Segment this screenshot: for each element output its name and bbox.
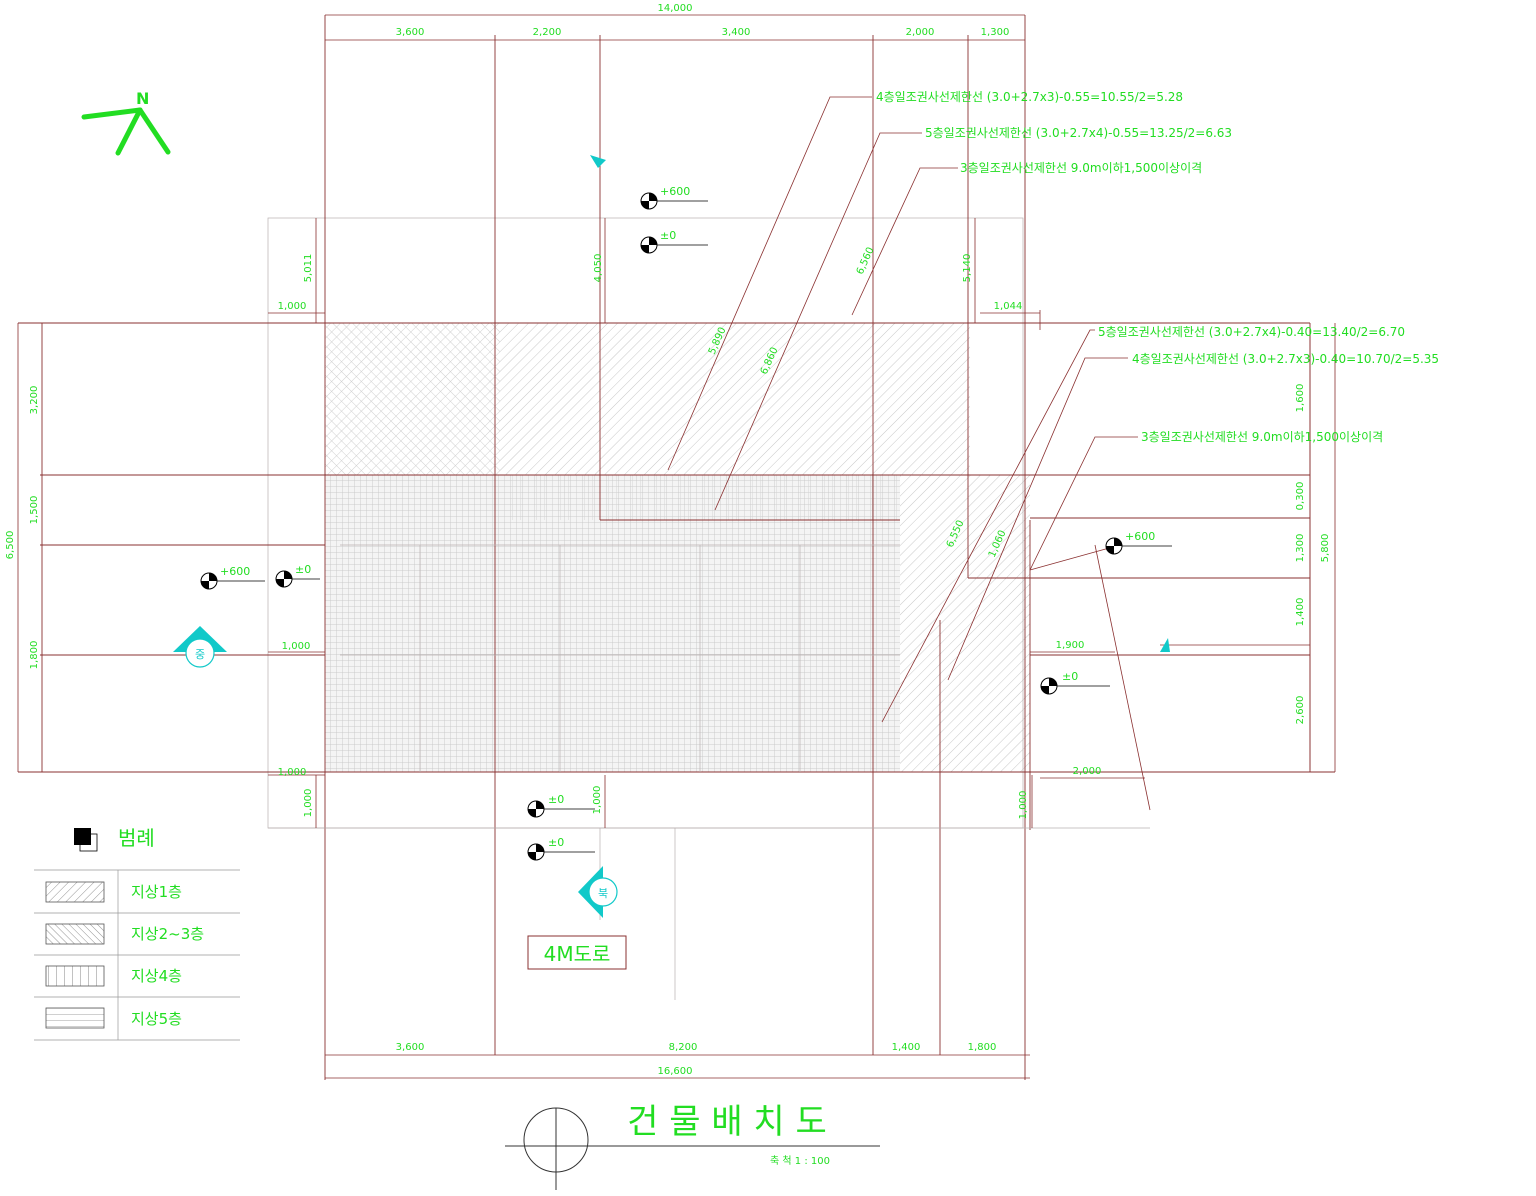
dim-right-total: 5,800 xyxy=(1320,534,1331,563)
level-marker: +600 xyxy=(1105,530,1172,555)
dimension-labels: 14,000 3,600 2,200 3,400 2,000 1,300 3,6… xyxy=(5,3,1331,1077)
dim-top-2: 2,200 xyxy=(533,27,562,38)
section-arrow-top xyxy=(590,155,606,168)
level-marker: ±0 xyxy=(527,793,595,818)
dim-bottom-3: 1,400 xyxy=(892,1042,921,1053)
dim-right-4: 1,400 xyxy=(1295,598,1306,627)
legend-item-1: 지상1층 xyxy=(131,883,182,901)
dim-misc-5: 1,000 xyxy=(303,789,314,818)
dim-top-5: 1,300 xyxy=(981,27,1010,38)
dim-misc-9: 1,900 xyxy=(1056,640,1085,651)
annotation-3: 3층일조권사선제한선 9.0m이하1,500이상이격 xyxy=(960,161,1202,175)
dim-misc-2: 1,000 xyxy=(282,641,311,652)
level-marker: ±0 xyxy=(275,563,320,588)
legend-icon xyxy=(74,828,91,845)
floor-5-zone xyxy=(325,323,500,475)
dim-left-2: 1,500 xyxy=(29,496,40,525)
road-label: 4M도로 xyxy=(544,942,611,966)
drawing-scale: 축 척 1 : 100 xyxy=(770,1155,830,1167)
dim-left-total: 6,500 xyxy=(5,531,16,560)
dim-upper-1: 5,011 xyxy=(303,254,314,283)
level-marker: +600 xyxy=(200,565,265,590)
legend-swatch-3 xyxy=(45,965,105,987)
legend-item-2: 지상2~3층 xyxy=(131,925,204,943)
dimension-lines xyxy=(17,14,1336,1079)
dim-misc-4: 1,044 xyxy=(994,301,1023,312)
legend-swatch-1 xyxy=(45,881,105,903)
section-label: 중 xyxy=(195,648,205,661)
section-markers: 중 북 xyxy=(173,155,1170,918)
dim-upper-3: 5,140 xyxy=(962,254,973,283)
dim-top-3: 3,400 xyxy=(722,27,751,38)
floor-1-zone xyxy=(900,475,1030,772)
annotation-2: 5층일조권사선제한선 (3.0+2.7x4)-0.55=13.25/2=6.63 xyxy=(925,126,1232,140)
level-marker: ±0 xyxy=(1040,670,1110,695)
title-block: 건 물 배 치 도 축 척 1 : 100 xyxy=(505,1102,880,1190)
annotation-1: 4층일조권사선제한선 (3.0+2.7x3)-0.55=10.55/2=5.28 xyxy=(876,90,1183,104)
dim-left-3: 1,800 xyxy=(29,641,40,670)
level-label: ±0 xyxy=(295,563,311,576)
section-arrow-right xyxy=(1160,638,1170,652)
setback-annotations: 4층일조권사선제한선 (3.0+2.7x3)-0.55=10.55/2=5.28… xyxy=(876,90,1439,444)
dim-misc-8: 2,000 xyxy=(1073,766,1102,777)
dim-left-1: 3,200 xyxy=(29,386,40,415)
dim-top-1: 3,600 xyxy=(396,27,425,38)
dim-top-total: 14,000 xyxy=(658,3,693,14)
north-label: N xyxy=(136,89,149,108)
floor-hatching xyxy=(325,323,1030,772)
level-label: +600 xyxy=(660,185,690,198)
dim-misc-7: 1,000 xyxy=(1018,791,1029,820)
level-markers: +600 ±0 +600 ±0 +600 xyxy=(200,185,1172,861)
dim-right-5: 2,600 xyxy=(1295,696,1306,725)
level-marker: +600 xyxy=(640,185,708,210)
legend-item-4: 지상5층 xyxy=(131,1010,182,1028)
dim-misc-6: 1,000 xyxy=(592,786,603,815)
legend-title: 범례 xyxy=(118,826,155,850)
dim-right-3: 1,300 xyxy=(1295,534,1306,563)
level-marker: ±0 xyxy=(527,836,595,861)
legend: 범례 지상1층 지상2~3층 지상4층 지상5층 xyxy=(34,826,240,1041)
annotation-5: 4층일조권사선제한선 (3.0+2.7x3)-0.40=10.70/2=5.35 xyxy=(1132,352,1439,366)
level-label: ±0 xyxy=(548,793,564,806)
section-marker-west: 중 xyxy=(173,626,227,668)
dim-misc-1: 1,000 xyxy=(278,301,307,312)
dim-right-1: 1,600 xyxy=(1295,384,1306,413)
legend-swatch-4 xyxy=(45,1007,105,1029)
level-label: +600 xyxy=(220,565,250,578)
dim-right-2: 0,300 xyxy=(1295,482,1306,511)
dim-bottom-2: 8,200 xyxy=(669,1042,698,1053)
dim-upper-2: 4,050 xyxy=(593,254,604,283)
floor-vertical-zone xyxy=(500,475,900,520)
level-label: ±0 xyxy=(660,229,676,242)
section-marker-south: 북 xyxy=(578,866,618,918)
level-marker: ±0 xyxy=(640,229,708,254)
building-outlines xyxy=(18,15,1335,1080)
dim-top-4: 2,000 xyxy=(906,27,935,38)
north-arrow: N xyxy=(81,89,171,156)
setback-leaders xyxy=(667,96,1151,811)
dim-bottom-total: 16,600 xyxy=(658,1066,693,1077)
legend-swatch-2 xyxy=(45,923,105,945)
dim-bottom-4: 1,800 xyxy=(968,1042,997,1053)
level-label: ±0 xyxy=(548,836,564,849)
level-label: ±0 xyxy=(1062,670,1078,683)
dim-misc-3: 1,000 xyxy=(278,767,307,778)
floor-4-zone xyxy=(500,323,970,475)
annotation-6: 3층일조권사선제한선 9.0m이하1,500이상이격 xyxy=(1141,430,1383,444)
dim-bottom-1: 3,600 xyxy=(396,1042,425,1053)
road-label-box: 4M도로 xyxy=(527,935,627,970)
annotation-4: 5층일조권사선제한선 (3.0+2.7x4)-0.40=13.40/2=6.70 xyxy=(1098,325,1405,339)
section-label: 북 xyxy=(598,887,608,900)
floor-2-3-zone xyxy=(325,475,900,772)
drawing-title: 건 물 배 치 도 xyxy=(627,1102,827,1142)
level-label: +600 xyxy=(1125,530,1155,543)
legend-item-3: 지상4층 xyxy=(131,967,182,985)
